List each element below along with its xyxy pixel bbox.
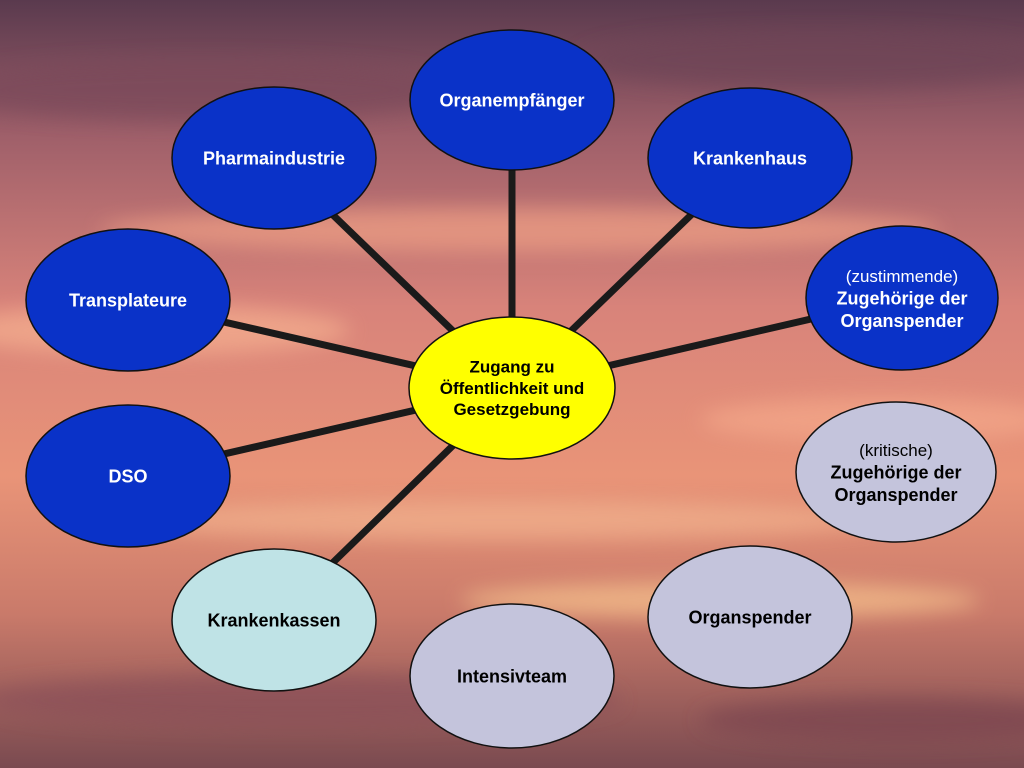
node-center-label-line-1: Öffentlichkeit und xyxy=(440,379,585,398)
node-krankenhaus-ellipse xyxy=(647,87,853,229)
node-krankenkassen: Krankenkassen xyxy=(171,548,377,692)
node-intensivteam-ellipse xyxy=(409,603,615,749)
node-center-label-line-0: Zugang zu xyxy=(470,358,555,377)
node-organempfaenger-label-line-0: Organempfänger xyxy=(439,90,584,110)
node-krankenkassen-ellipse xyxy=(171,548,377,692)
node-center-label-line-2: Gesetzgebung xyxy=(453,400,570,419)
node-transplateure: Transplateure xyxy=(25,228,231,372)
node-dso-ellipse xyxy=(25,404,231,548)
node-zustimmende-angehoerige-label-line-2: Organspender xyxy=(840,311,963,331)
node-center-ellipse xyxy=(408,316,616,460)
node-krankenkassen-label-line-0: Krankenkassen xyxy=(207,610,340,630)
node-zustimmende-angehoerige-label-line-1: Zugehörige der xyxy=(836,288,967,308)
node-pharmaindustrie: Pharmaindustrie xyxy=(171,86,377,230)
node-kritische-angehoerige-ellipse xyxy=(795,401,997,543)
node-kritische-angehoerige-label-line-2: Organspender xyxy=(834,485,957,505)
node-dso: DSO xyxy=(25,404,231,548)
node-organspender-ellipse xyxy=(647,545,853,689)
node-transplateure-label-line-0: Transplateure xyxy=(69,290,187,310)
node-zustimmende-angehoerige-label-line-0: (zustimmende) xyxy=(846,267,958,286)
node-krankenhaus: Krankenhaus xyxy=(647,87,853,229)
node-krankenhaus-label-line-0: Krankenhaus xyxy=(693,148,807,168)
node-intensivteam-label-line-0: Intensivteam xyxy=(457,666,567,686)
node-organspender-label-line-0: Organspender xyxy=(688,607,811,627)
node-organempfaenger-ellipse xyxy=(409,29,615,171)
node-organempfaenger: Organempfänger xyxy=(409,29,615,171)
node-kritische-angehoerige-label-line-1: Zugehörige der xyxy=(830,462,961,482)
node-intensivteam: Intensivteam xyxy=(409,603,615,749)
node-dso-label-line-0: DSO xyxy=(108,466,147,486)
node-zustimmende-angehoerige-ellipse xyxy=(805,225,999,371)
node-pharmaindustrie-label-line-0: Pharmaindustrie xyxy=(203,148,345,168)
node-pharmaindustrie-ellipse xyxy=(171,86,377,230)
node-transplateure-ellipse xyxy=(25,228,231,372)
node-organspender: Organspender xyxy=(647,545,853,689)
node-kritische-angehoerige-label-line-0: (kritische) xyxy=(859,441,933,460)
